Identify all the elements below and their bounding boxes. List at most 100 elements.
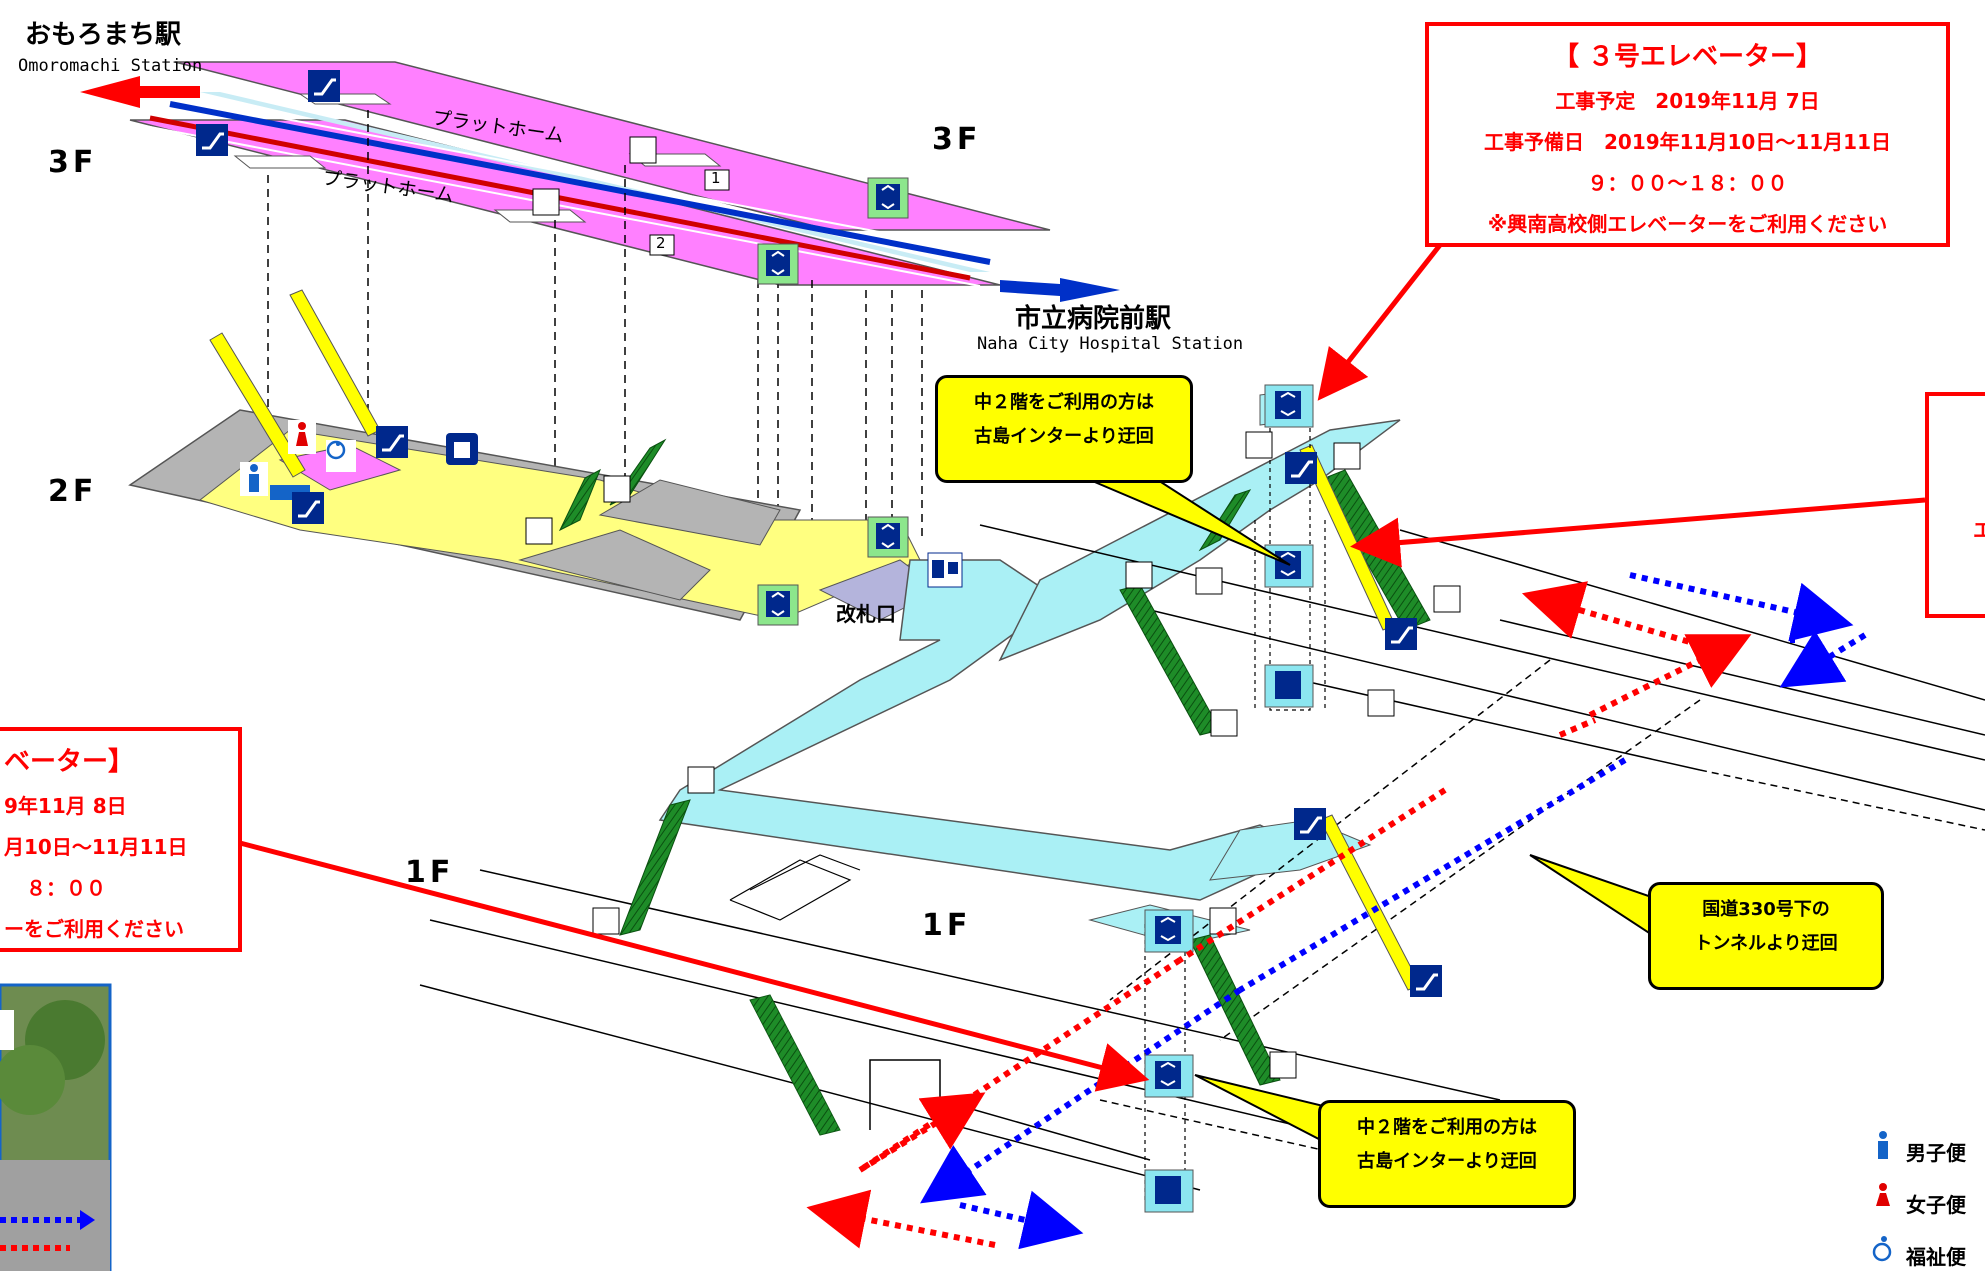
callout-pointer-route [1529,854,1661,942]
male-toilet-icon [1870,1130,1896,1165]
route-blue-1 [1629,572,1854,642]
direction-arrow-hospital [1000,278,1120,302]
escalator-icon-1 [308,70,340,102]
notice-elevator-left-line-2: 月10日～11月11日 [4,835,188,859]
stairs-4 [1198,489,1252,552]
elevator-icon-1 [867,177,909,219]
notice-elevator3-line-1: 工事予定 2019年11月 7日 [1555,89,1820,113]
elevator-icon-6 [1264,544,1314,588]
callout-mezzanine-bottom-line-1: 中２階をご利用の方は [1357,1117,1537,1138]
notice-elevator-left-line-1: 9年11月 8日 [4,794,127,818]
notice-right-partial: エ [1925,392,1985,618]
escalator-icon-7 [1294,808,1326,840]
floor-label-2f: 2F [48,474,98,509]
track-red [149,115,971,281]
floor-label-3f-left: 3F [48,145,98,180]
track-number-2 [649,234,675,256]
route-blue-3 [1779,630,1867,688]
notice-elevator-left-line-3: ８：００ [26,876,106,900]
station-name-omoromachi-en: Omoromachi Station [18,56,203,76]
ticket-machine-icon [927,552,963,588]
notice-elevator-left-title: ベーター】 [4,747,135,777]
escalator-icon-8 [1410,965,1442,997]
stairs-6 [619,799,691,936]
elevator-icon-8 [1144,909,1194,953]
notice-elevator-left-line-4: ーをご利用ください [4,917,184,941]
notice-elevator3-title: 【 ３号エレベーター】 [1552,42,1823,72]
callout-route330-line-2: トンネルより迂回 [1694,933,1838,954]
callout-mezzanine-top-line-1: 中２階をご利用の方は [974,392,1154,413]
callout-route330: 国道330号下の トンネルより迂回 [1648,882,1884,990]
notice-arrow-elevator3 [1317,243,1442,401]
stairs-3 [1119,584,1221,736]
female-toilet-map-icon [288,420,316,454]
escalator-icon-2 [196,124,228,156]
route-red-3 [1178,787,1447,963]
callout-mezzanine-top: 中２階をご利用の方は 古島インターより迂回 [935,375,1193,483]
route-red-4 [858,957,1182,1173]
escalator-rail-4 [1319,814,1421,991]
route-red-5 [858,1092,986,1173]
track-number-label-2: 2 [656,234,666,252]
track-number-1 [704,169,730,191]
track-blue [169,101,991,265]
concourse-yellow [198,429,921,621]
photo-thumbnail [0,983,112,1271]
legend-male-toilet-label: 男子便 [1906,1141,1966,1165]
stairs-person-icons [525,136,1461,1079]
floor-label-1f-left: 1F [405,855,455,890]
escalator-icon-3 [376,426,408,458]
accessible-toilet-icon [1870,1234,1896,1269]
escalator-rail-2 [289,289,381,437]
elevator-icon-5 [1264,384,1314,428]
callout-route330-line-1: 国道330号下の [1702,899,1830,920]
station-name-hospital-jp: 市立病院前駅 [1015,304,1172,334]
escalator-icon-5 [1285,452,1317,484]
station-name-hospital-en: Naha City Hospital Station [977,334,1244,354]
elevator-icon-7 [1264,664,1314,708]
platform-upper [174,61,1051,231]
route-red-7 [1558,717,1597,738]
route-red-6 [806,1189,996,1249]
elevator-icon-10 [1144,1169,1194,1213]
icon-set [196,70,1461,1213]
escalator-icon-4 [292,492,324,524]
notice-arrow-right [1350,497,1926,568]
locker-icon [446,433,478,465]
notice-right-partial-text: エ [1973,518,1985,542]
accessible-toilet-map-icon [326,440,356,472]
legend-accessible-toilet: 福祉便 [1870,1234,1966,1270]
route-blue-5 [920,987,1242,1204]
legend-male-toilet: 男子便 [1870,1130,1966,1166]
callout-mezzanine-bottom: 中２階をご利用の方は 古島インターより迂回 [1318,1100,1576,1208]
floor-label-3f-right: 3F [932,122,982,157]
legend-female-toilet-label: 女子便 [1906,1193,1966,1217]
callout-mezzanine-top-line-2: 古島インターより迂回 [974,426,1154,447]
notice-elevator3-line-2: 工事予備日 2019年11月10日～11月11日 [1484,130,1891,154]
track-number-label-1: 1 [711,169,721,187]
notice-elevator-left: ベーター】 9年11月 8日 月10日～11月11日 ８：００ ーをご利用くださ… [0,727,242,952]
escalator-icon-6 [1385,618,1417,650]
ticket-gate-label: 改札口 [836,602,896,626]
female-toilet-icon [1870,1182,1896,1217]
route-red-1 [1521,581,1701,648]
elevator-icon-3 [867,516,909,558]
legend-female-toilet: 女子便 [1870,1182,1966,1218]
notice-elevator3-line-3: ９：００～１８：００ [1587,171,1788,195]
notice-elevator3-line-4: ※興南高校側エレベーターをご利用ください [1487,212,1888,236]
route-blue-4 [1238,757,1627,993]
stairs-7 [1189,934,1281,1086]
male-toilet-map-icon [240,462,268,496]
elevator-icon-9 [1144,1054,1194,1098]
escalator-rail-1 [209,332,306,478]
stairs-1 [558,468,601,532]
notice-elevator3: 【 ３号エレベーター】 工事予定 2019年11月 7日 工事予備日 2019年… [1425,22,1950,247]
callout-mezzanine-bottom-line-2: 古島インターより迂回 [1357,1151,1537,1172]
floor-label-1f-mid: 1F [922,908,972,943]
elevator-icon-4 [757,584,799,626]
elevator-icon-2 [757,243,799,285]
direction-arrow-omoromachi [80,76,200,108]
legend-accessible-toilet-label: 福祉便 [1906,1245,1966,1269]
route-red-2 [1588,634,1752,718]
